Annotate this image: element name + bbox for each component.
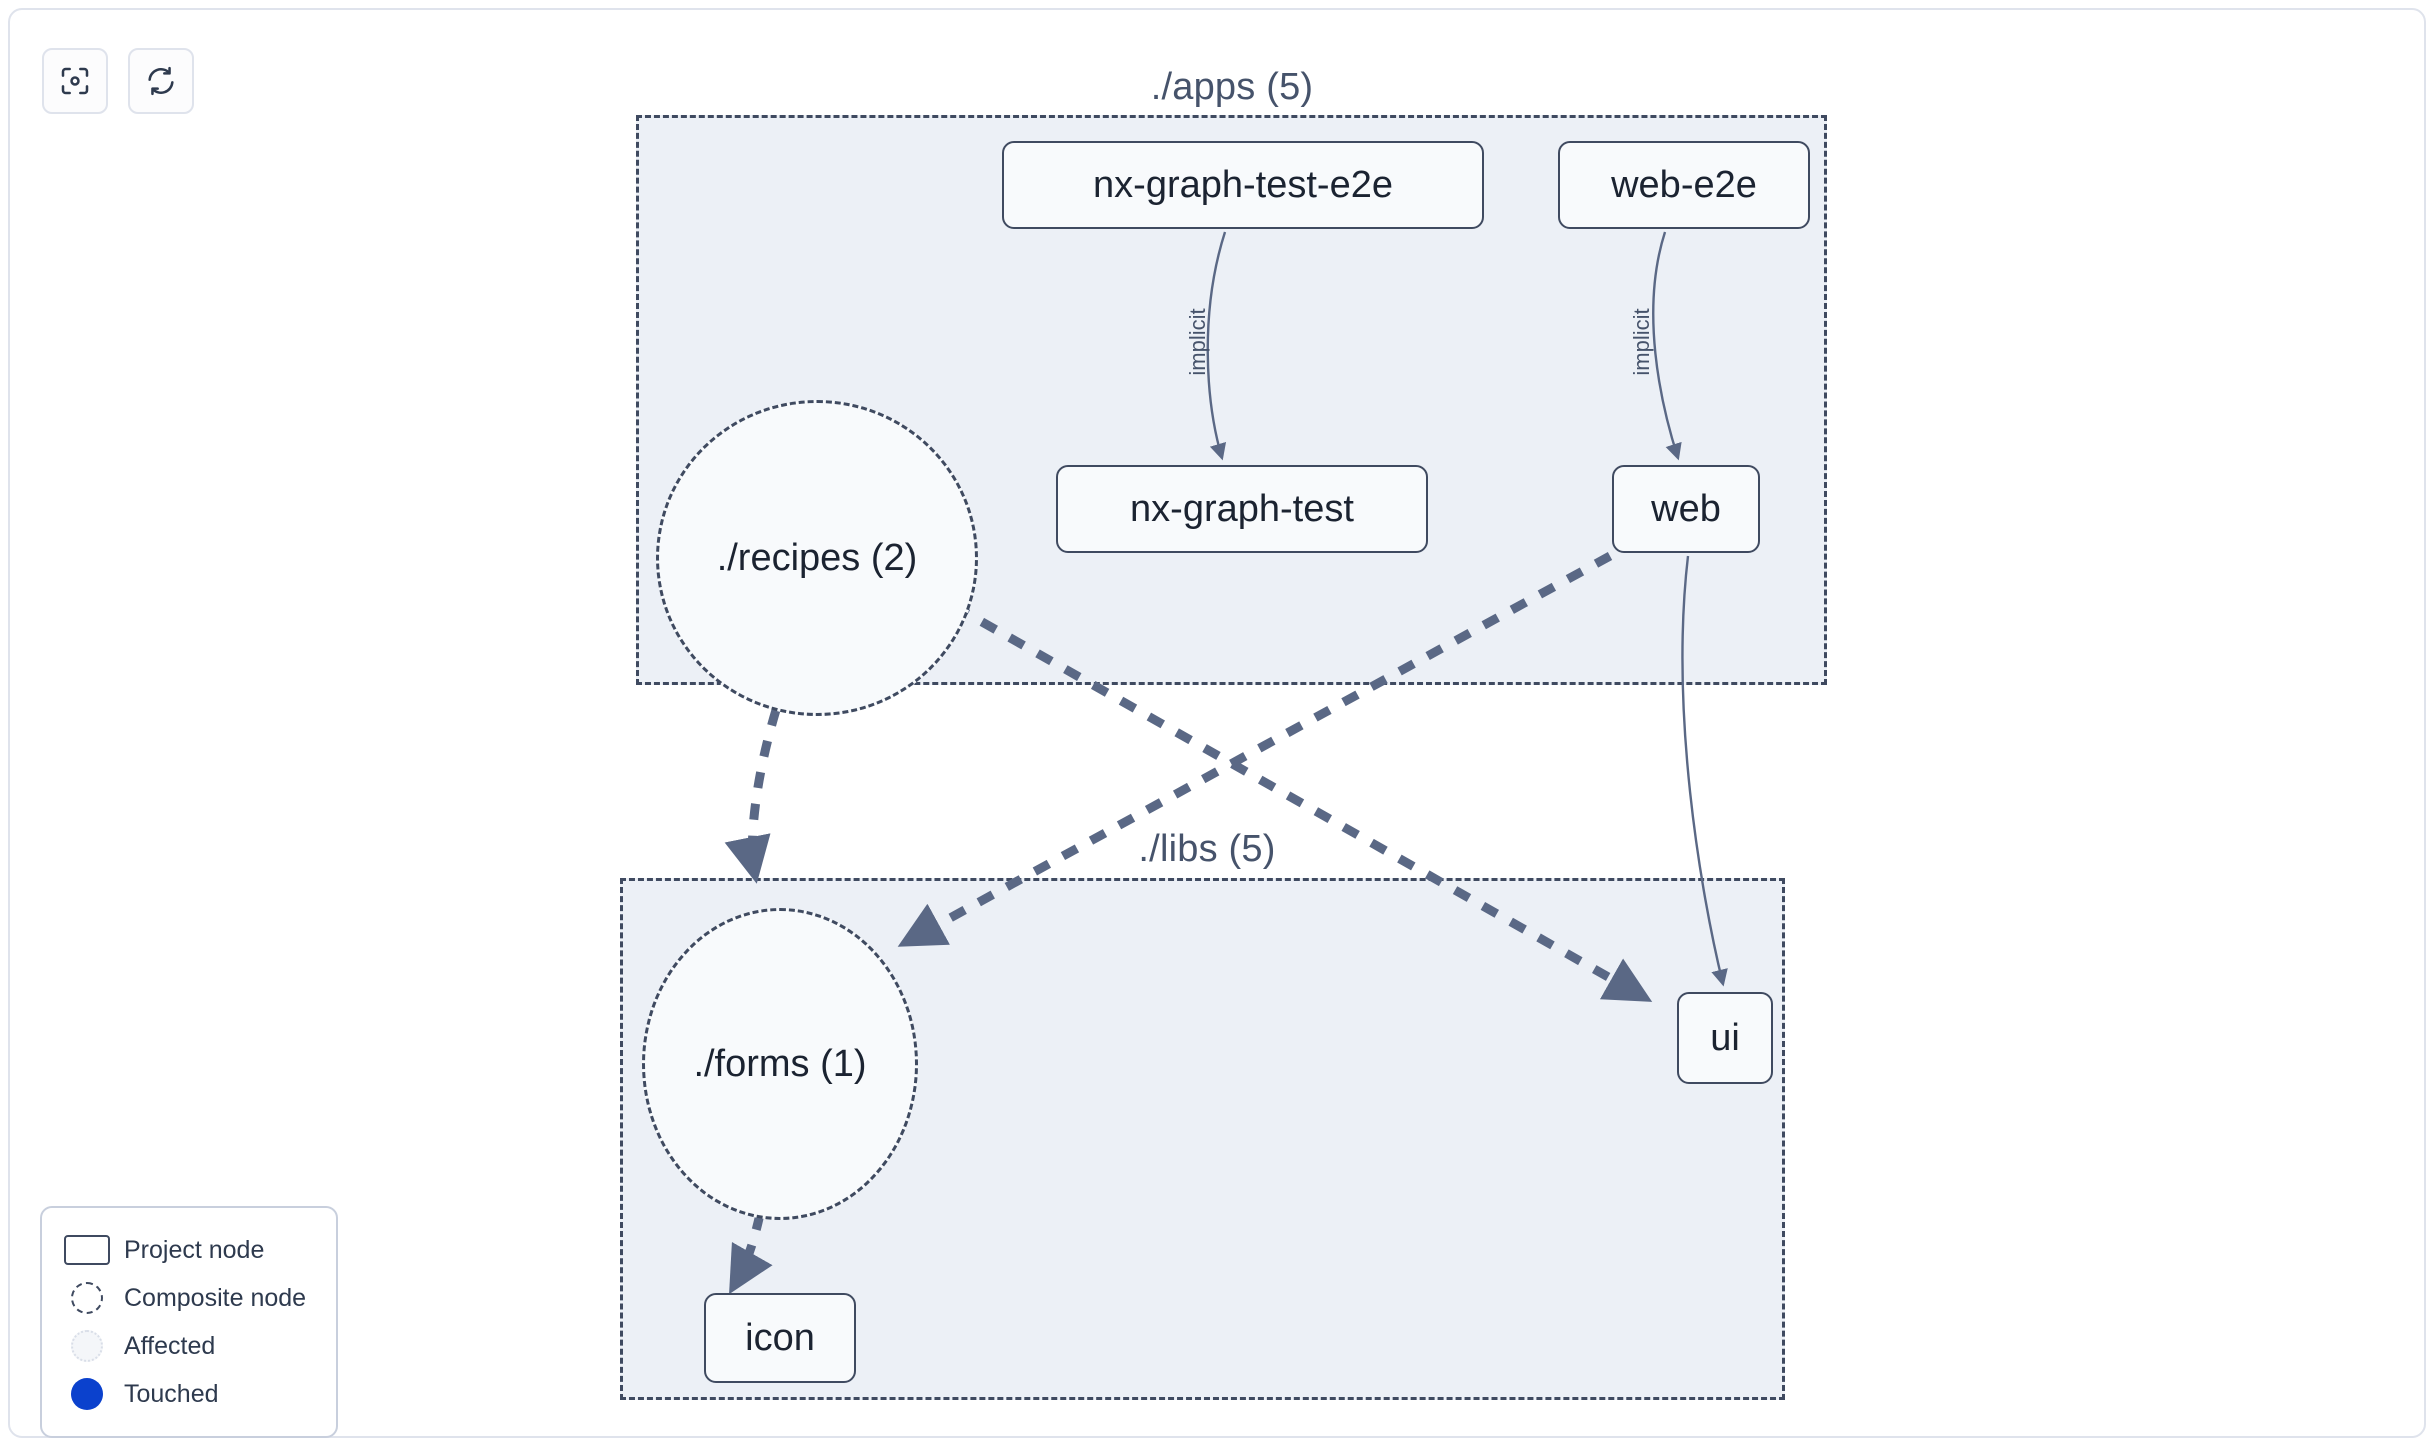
legend-label-affected: Affected <box>124 1331 216 1360</box>
composite-node-forms[interactable]: ./forms (1) <box>642 908 918 1220</box>
legend-item-touched: Touched <box>62 1370 316 1418</box>
edge-label-implicit-nx-graph-test: implicit <box>1185 308 1210 376</box>
legend-item-composite-node: Composite node <box>62 1274 316 1322</box>
node-web-e2e[interactable]: web-e2e <box>1558 141 1810 229</box>
node-web[interactable]: web <box>1612 465 1760 553</box>
focus-graph-button[interactable] <box>42 48 108 114</box>
project-node-swatch <box>62 1235 112 1265</box>
graph-canvas[interactable]: ./apps (5) ./libs (5) <box>8 8 2426 1438</box>
composite-node-swatch <box>62 1282 112 1314</box>
graph-stage[interactable]: ./apps (5) ./libs (5) <box>10 10 2424 1436</box>
composite-node-recipes[interactable]: ./recipes (2) <box>656 400 978 716</box>
group-label-libs: ./libs (5) <box>1138 828 1276 870</box>
affected-swatch <box>62 1330 112 1362</box>
node-ui[interactable]: ui <box>1677 992 1773 1084</box>
graph-toolbar <box>42 48 194 114</box>
legend-item-affected: Affected <box>62 1322 316 1370</box>
legend-label-touched: Touched <box>124 1379 219 1408</box>
touched-swatch <box>62 1378 112 1410</box>
legend-label-project-node: Project node <box>124 1235 265 1264</box>
edge-label-implicit-web: implicit <box>1629 308 1654 376</box>
node-nx-graph-test-e2e[interactable]: nx-graph-test-e2e <box>1002 141 1484 229</box>
node-nx-graph-test[interactable]: nx-graph-test <box>1056 465 1428 553</box>
focus-target-icon <box>59 65 91 97</box>
edge-recipes-to-forms <box>724 708 781 884</box>
graph-legend: Project node Composite node Affected Tou… <box>40 1206 338 1438</box>
refresh-icon <box>145 65 177 97</box>
node-icon[interactable]: icon <box>704 1293 856 1383</box>
refresh-graph-button[interactable] <box>128 48 194 114</box>
legend-label-composite-node: Composite node <box>124 1283 307 1312</box>
group-label-apps: ./apps (5) <box>1150 66 1314 108</box>
legend-item-project-node: Project node <box>62 1226 316 1274</box>
